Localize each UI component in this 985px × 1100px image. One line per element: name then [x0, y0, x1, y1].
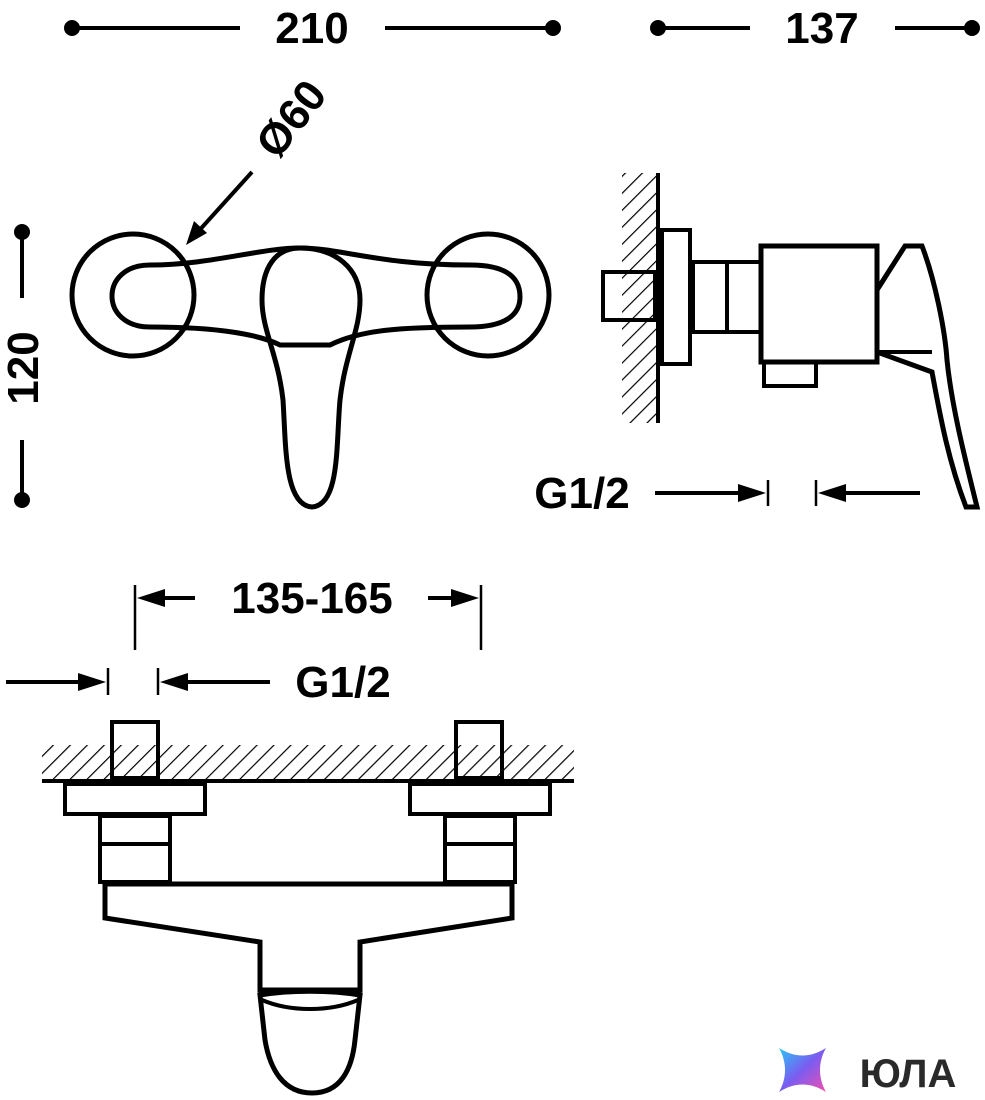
wall-flange [660, 228, 692, 366]
connector [725, 260, 763, 334]
front-view [69, 231, 552, 510]
logo-icon [779, 1048, 826, 1092]
pipe-stub [601, 270, 657, 322]
dimension-diameter: Ø60 [186, 71, 336, 245]
connector-right [443, 842, 517, 884]
nut-left [98, 814, 172, 846]
dimension-side-connection: G1/2 [534, 469, 920, 518]
arrowhead [78, 673, 106, 691]
mixer-body [109, 245, 523, 348]
rosette-right [424, 231, 552, 359]
lever-side [874, 243, 981, 510]
dimension-endpoint [14, 492, 30, 508]
dimension-endpoint [545, 20, 561, 36]
outlet-bottom [762, 360, 818, 388]
dimension-bottom-connection-label: G1/2 [295, 658, 390, 707]
dimension-centers-label: 135-165 [231, 574, 392, 623]
arrowhead [818, 484, 846, 502]
mixer-body-bottom [102, 881, 515, 993]
arrowhead [738, 484, 766, 502]
side-view [601, 173, 981, 510]
logo-text: ЮЛА [860, 1052, 957, 1096]
dimension-diameter-label: Ø60 [247, 71, 337, 167]
dimension-bottom-connection: G1/2 [6, 658, 391, 707]
arrowhead [186, 221, 207, 245]
wall-hatch [42, 745, 574, 781]
dimension-width: 210 [64, 4, 561, 53]
nut [691, 260, 729, 334]
outlet [257, 988, 363, 1096]
lever-handle [259, 245, 363, 510]
arrowhead [137, 589, 165, 607]
dimension-height: 120 [0, 224, 48, 508]
dimension-endpoint [964, 20, 980, 36]
dimension-depth: 137 [650, 4, 980, 53]
brand-logo: ЮЛА [779, 1048, 956, 1096]
dimension-centers: 135-165 [133, 574, 483, 650]
pipe-stub-right [454, 720, 504, 780]
mixer-body-side [758, 243, 880, 365]
pipe-stub-left [110, 720, 160, 780]
flange-left [63, 782, 207, 816]
connector-left [98, 842, 172, 884]
dimension-side-connection-label: G1/2 [534, 469, 629, 518]
leader-line [194, 170, 254, 236]
bottom-view [42, 720, 574, 1096]
arrowhead [451, 589, 479, 607]
arrowhead [160, 673, 188, 691]
outlet-rim [261, 998, 359, 1011]
wall-hatch [622, 173, 658, 423]
flange-right [408, 782, 552, 816]
dimension-height-label: 120 [0, 331, 48, 404]
nut-right [443, 814, 517, 846]
rosette-left [69, 231, 197, 359]
dimension-width-label: 210 [275, 4, 348, 53]
dimension-depth-label: 137 [785, 4, 858, 53]
